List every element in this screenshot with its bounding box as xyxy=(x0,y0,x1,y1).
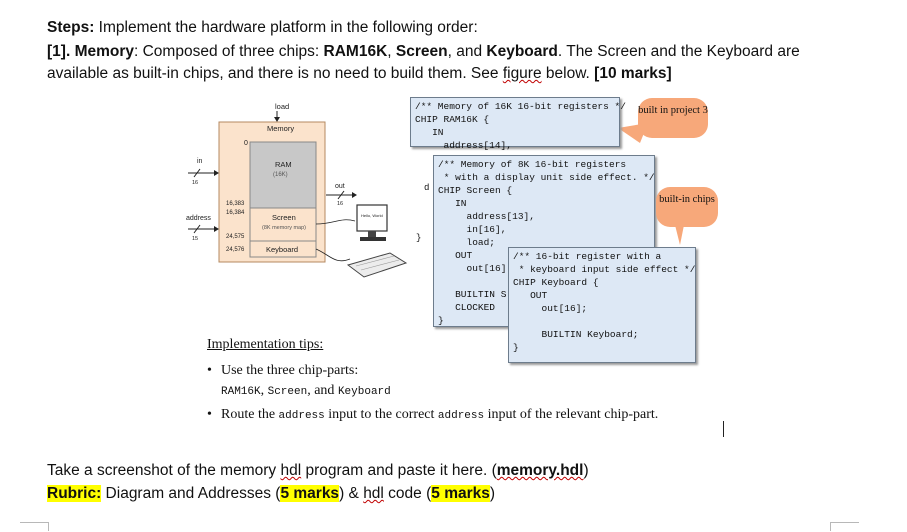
ram-block xyxy=(249,141,317,209)
out-label: out xyxy=(335,183,345,190)
screen-sub: (8K memory map) xyxy=(262,225,306,231)
code-keyboard: /** 16-bit register with a * keyboard in… xyxy=(508,247,696,363)
page-corner-left xyxy=(20,522,49,531)
memory-text-a: : Composed of three chips: xyxy=(134,43,324,60)
tip-2-b: input to the correct xyxy=(324,407,438,422)
monitor-icon: Hello, World xyxy=(356,204,388,241)
keyboard-chip-name: Keyboard xyxy=(486,43,558,60)
sep2: , and xyxy=(447,43,487,60)
memory-label: Memory xyxy=(267,124,294,133)
memory-num: [1]. xyxy=(47,43,71,60)
addr-24576: 24,576 xyxy=(226,247,245,253)
rubric-label: Rubric: xyxy=(47,485,102,502)
address-zero: 0 xyxy=(244,140,248,147)
tip-1b: RAM16K, Screen, and Keyboard xyxy=(221,383,391,399)
addr-16383: 16,383 xyxy=(226,201,245,207)
tip-1-text: Use the three chip-parts: xyxy=(221,363,359,378)
rubric-b: ) & xyxy=(339,485,364,502)
hardware-figure: load Memory 0 RAM (16K) Screen (8K memor… xyxy=(180,95,718,375)
tip-sep: , xyxy=(260,383,268,398)
sep1: , xyxy=(387,43,396,60)
rubric-marks-1: 5 marks xyxy=(280,485,340,502)
figure-word: figure xyxy=(502,65,542,82)
tip-1: • Use the three chip-parts: xyxy=(207,363,358,379)
rubric-marks-2: 5 marks xyxy=(431,485,490,502)
load-label: load xyxy=(275,102,289,111)
address-label: address xyxy=(186,215,211,222)
keyboard-icon xyxy=(346,252,408,278)
code-ram16k: /** Memory of 16K 16-bit registers */ CH… xyxy=(410,97,626,151)
marks-badge: [10 marks] xyxy=(594,65,672,82)
memory-name: Memory xyxy=(74,43,134,60)
memory-text-b: . The Screen and the Keyboard are xyxy=(557,43,800,60)
address-width: 15 xyxy=(192,236,198,242)
monitor-text: Hello, World xyxy=(361,213,383,218)
memory-line-2: available as built-in chips, and there i… xyxy=(47,63,672,85)
rubric-line: Rubric: Diagram and Addresses (5 marks) … xyxy=(47,483,495,505)
tip-screen: Screen xyxy=(267,386,308,398)
memory-line-1: [1]. Memory: Composed of three chips: RA… xyxy=(47,41,800,63)
callout-built-in-chips: built-in chips xyxy=(656,187,718,227)
ram-label: RAM xyxy=(275,160,292,169)
code-brace-fragment: } xyxy=(416,233,421,243)
callout-built-in-project3: built in project 3 xyxy=(638,98,708,138)
tip-2: •Route the address input to the correct … xyxy=(207,407,658,423)
tips-title: Implementation tips: xyxy=(207,337,324,352)
screenshot-line: Take a screenshot of the memory hdl prog… xyxy=(47,460,589,482)
screenshot-a: Take a screenshot of the memory xyxy=(47,462,281,479)
page-corner-right xyxy=(830,522,859,531)
rubric-c: code ( xyxy=(383,485,432,502)
steps-text: Implement the hardware platform in the f… xyxy=(94,19,478,36)
out-width: 16 xyxy=(337,201,343,207)
screenshot-c: ) xyxy=(583,462,589,479)
bullet-1: • xyxy=(207,363,212,378)
rubric-d: ) xyxy=(489,485,496,502)
memory-line2-b: below. xyxy=(541,65,595,82)
memory-line2-a: available as built-in chips, and there i… xyxy=(47,65,503,82)
ram-size: (16K) xyxy=(273,172,288,178)
memory-diagram: load Memory 0 RAM (16K) Screen (8K memor… xyxy=(186,102,685,278)
steps-line: Steps: Implement the hardware platform i… xyxy=(47,17,478,39)
screen-chip-name: Screen xyxy=(395,43,448,60)
tip-ram: RAM16K xyxy=(221,386,261,398)
memory-hdl-file: memory.hdl xyxy=(496,462,584,479)
rubric-hdl: hdl xyxy=(363,485,384,502)
steps-label: Steps: xyxy=(47,19,95,36)
tip-keyboard: Keyboard xyxy=(337,386,391,398)
in-width: 16 xyxy=(192,180,198,186)
bullet-2: • xyxy=(207,407,212,422)
tip-2-a: Route the xyxy=(221,407,279,422)
tip-2-address2: address xyxy=(437,410,485,422)
code-d-fragment: d xyxy=(424,183,429,193)
ram-chip-name: RAM16K xyxy=(323,43,388,60)
addr-24575: 24,575 xyxy=(226,234,245,240)
screenshot-hdl: hdl xyxy=(280,462,302,479)
addr-16384: 16,384 xyxy=(226,210,245,216)
keyboard-label: Keyboard xyxy=(266,245,298,254)
in-label: in xyxy=(197,158,203,165)
tip-2-c: input of the relevant chip-part. xyxy=(484,407,659,422)
rubric-a: Diagram and Addresses ( xyxy=(101,485,281,502)
tip-2-address1: address xyxy=(278,410,325,422)
screenshot-b: program and paste it here. ( xyxy=(301,462,497,479)
text-cursor xyxy=(723,421,724,437)
tip-and: , and xyxy=(307,383,338,398)
screen-label: Screen xyxy=(272,213,296,222)
